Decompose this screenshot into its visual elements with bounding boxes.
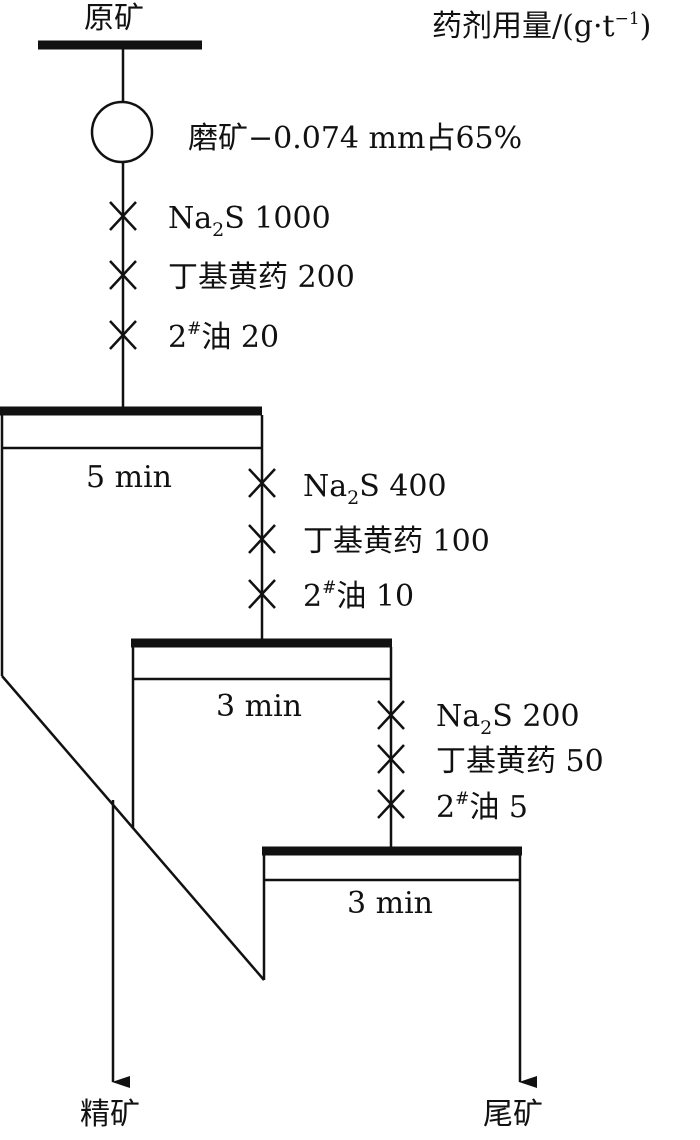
reagent-label: Na2S 200: [436, 699, 580, 739]
feed-label: 原矿: [84, 1, 144, 36]
cell2-time-label: 3 min: [216, 689, 302, 724]
grinding-mill-symbol: [90, 100, 154, 164]
cell1-time-label: 5 min: [86, 460, 172, 495]
grinding-label: 磨矿−0.074 mm占65%: [188, 121, 522, 156]
reagent-cross-icon: [248, 524, 276, 554]
stage3-reagent-addition: Na2S 200 丁基黄药 50 2#油 5: [377, 699, 604, 825]
reagent-label: 2#油 10: [303, 578, 414, 614]
reagent-label: 2#油 20: [168, 319, 279, 355]
reagent-label: 丁基黄药 50: [436, 744, 604, 779]
cell3-time-label: 3 min: [347, 886, 433, 921]
reagent-cross-icon: [109, 320, 137, 350]
flotation-cell-3: 3 min: [262, 846, 522, 980]
stage1-reagent-addition: Na2S 1000 丁基黄药 200 2#油 20: [109, 201, 355, 355]
reagent-cross-icon: [377, 789, 405, 819]
reagent-cross-icon: [377, 700, 405, 730]
concentrate-label: 精矿: [80, 1097, 140, 1132]
flotation-cell-2: 3 min: [131, 638, 393, 848]
stage2-reagent-addition: Na2S 400 丁基黄药 100 2#油 10: [248, 468, 490, 614]
reagent-cross-icon: [109, 201, 137, 231]
reagent-cross-icon: [109, 260, 137, 290]
tailings-label: 尾矿: [483, 1097, 543, 1132]
reagent-label: 2#油 5: [436, 789, 528, 825]
reagent-label: Na2S 1000: [168, 201, 331, 241]
dosage-unit-label: 药剂用量/(g·t−1): [432, 9, 651, 44]
reagent-label: 丁基黄药 200: [168, 260, 355, 295]
reagent-cross-icon: [248, 579, 276, 609]
reagent-label: Na2S 400: [303, 469, 447, 509]
reagent-cross-icon: [248, 468, 276, 498]
reagent-cross-icon: [377, 744, 405, 774]
reagent-label: 丁基黄药 100: [303, 524, 490, 559]
